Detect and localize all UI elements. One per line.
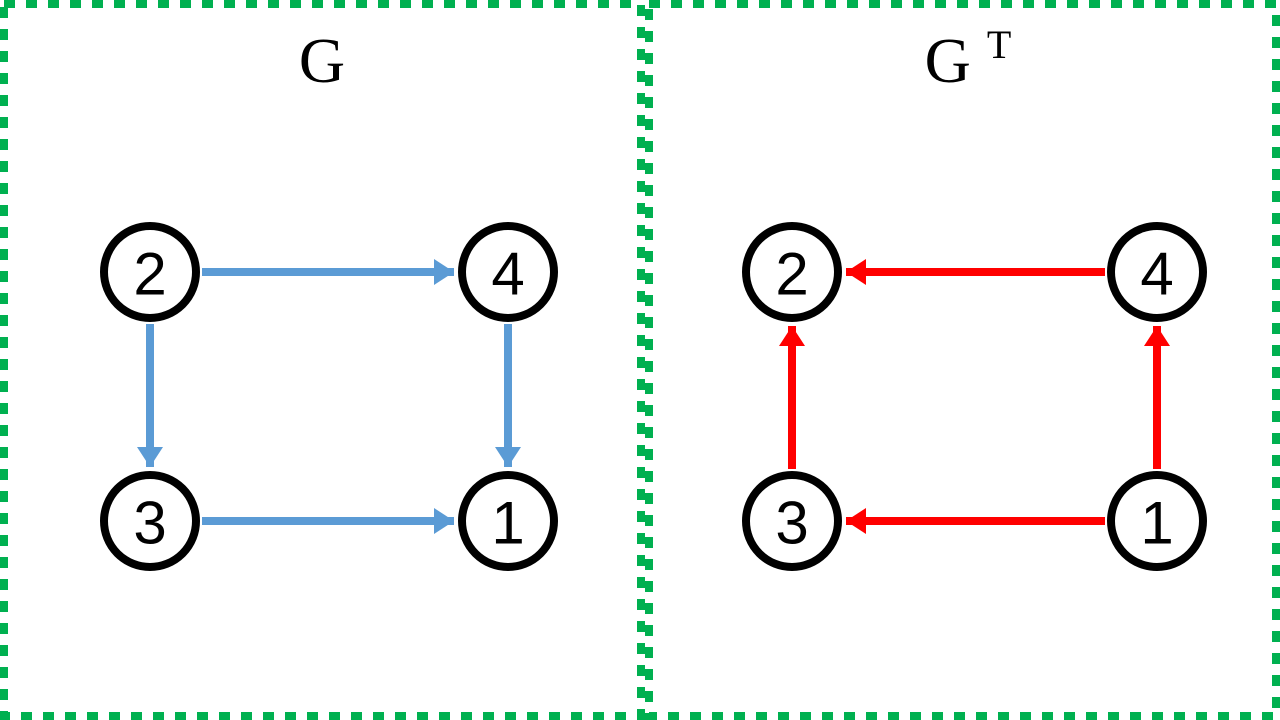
right-node-1-label: 1 (1140, 490, 1173, 557)
left-node-2 (100, 222, 200, 322)
left-graph-title: G (299, 25, 345, 96)
right-panel-border (645, 0, 1280, 720)
left-node-2-label: 2 (133, 241, 166, 308)
right-node-3 (742, 471, 842, 571)
right-graph-title: G T (925, 22, 1012, 96)
left-node-4-label: 4 (491, 241, 524, 308)
left-node-3 (100, 471, 200, 571)
left-node-1-label: 1 (491, 490, 524, 557)
left-node-3-label: 3 (133, 490, 166, 557)
right-node-4-label: 4 (1140, 241, 1173, 308)
right-node-3-label: 3 (775, 490, 808, 557)
right-node-4 (1107, 222, 1207, 322)
left-panel-border (0, 0, 645, 720)
right-node-1 (1107, 471, 1207, 571)
left-graph-title-text: G (299, 25, 345, 96)
right-node-2 (742, 222, 842, 322)
right-graph-title-base: G (925, 25, 971, 96)
right-node-2-label: 2 (775, 241, 808, 308)
right-graph-title-superscript: T (987, 22, 1011, 67)
left-node-1 (458, 471, 558, 571)
left-node-4 (458, 222, 558, 322)
